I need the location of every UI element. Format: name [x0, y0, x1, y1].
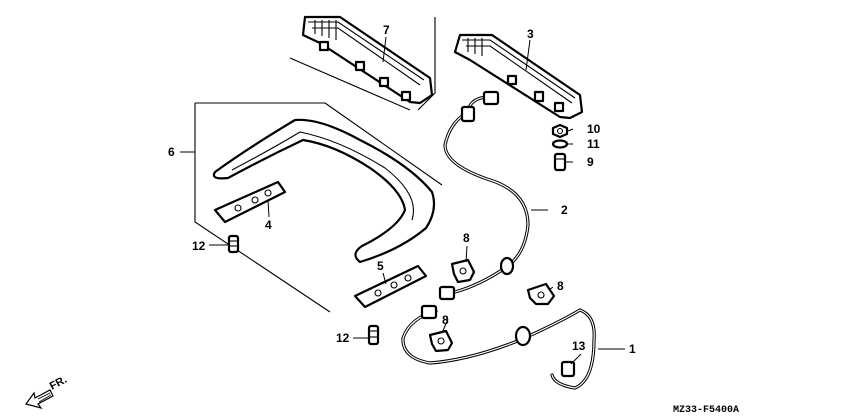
grab-rail-6 — [212, 118, 436, 264]
callout-11: 11 — [587, 137, 600, 151]
wire-harness-2 — [438, 90, 530, 301]
assembly-outline — [194, 17, 443, 313]
light-housing-7 — [301, 15, 434, 105]
callout-10: 10 — [587, 122, 601, 136]
screw-9 — [553, 152, 567, 172]
callout-8-upper: 8 — [463, 231, 470, 245]
nut-10 — [551, 123, 569, 139]
callout-12-upper: 12 — [192, 239, 206, 253]
front-label: FR. — [48, 374, 69, 393]
bolt-12a — [227, 234, 240, 254]
callout-6: 6 — [168, 145, 175, 159]
front-arrow-icon — [25, 389, 54, 410]
callout-8-right: 8 — [557, 279, 564, 293]
callout-12-lower: 12 — [336, 331, 350, 345]
callout-7: 7 — [383, 23, 390, 37]
wire-harness-1 — [401, 304, 596, 390]
callout-labels: 7 3 10 11 9 6 2 4 8 12 5 8 8 12 1 13 — [168, 23, 636, 356]
callout-3: 3 — [527, 27, 534, 41]
callout-1: 1 — [629, 342, 636, 356]
callout-5: 5 — [377, 259, 384, 273]
callout-8-lower: 8 — [442, 313, 449, 327]
leader-lines — [180, 36, 625, 365]
bracket-plate-5 — [353, 264, 428, 309]
light-housing-3 — [453, 33, 584, 120]
clamp-8b — [526, 282, 556, 306]
callout-13: 13 — [572, 339, 586, 353]
clamp-8c — [428, 329, 454, 353]
callout-4: 4 — [265, 218, 272, 232]
bracket-plate-4 — [213, 180, 287, 224]
front-direction-indicator: FR. — [25, 374, 69, 410]
washer-11 — [551, 139, 569, 149]
callout-2: 2 — [561, 203, 568, 217]
diagram-code: MZ33-F5400A — [673, 405, 739, 416]
callout-9: 9 — [587, 155, 594, 169]
bolt-12b — [367, 324, 380, 346]
clamp-8a — [450, 258, 476, 284]
